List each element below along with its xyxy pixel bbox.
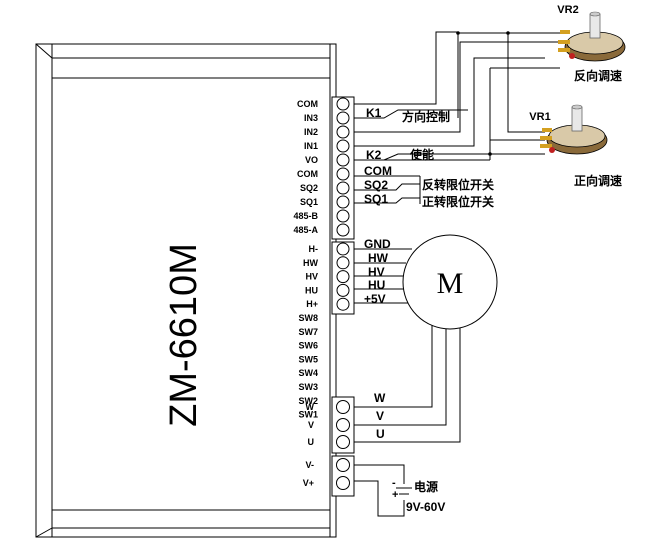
pin-label-hv: HV xyxy=(305,272,318,282)
wires xyxy=(354,31,560,517)
pin-label-hu: HU xyxy=(305,285,318,295)
forward-limit-label: 正转限位开关 xyxy=(422,194,494,209)
v-phase-label: V xyxy=(376,409,384,423)
vr2-label: VR2 xyxy=(557,4,578,16)
terminal-screw xyxy=(336,458,350,472)
sq1-label: SQ1 xyxy=(364,192,388,206)
com-label: COM xyxy=(364,164,392,178)
terminal-screw xyxy=(336,223,350,237)
hu-label: HU xyxy=(368,278,385,292)
terminal-screw xyxy=(336,435,350,449)
hv-label: HV xyxy=(368,265,385,279)
terminal-screw xyxy=(336,139,350,153)
pin-label-sw5: SW5 xyxy=(298,354,318,364)
vr1-label: VR1 xyxy=(529,111,550,123)
potentiometer-vr1-icon xyxy=(540,104,608,155)
pin-label-sw2: SW2 xyxy=(298,396,318,406)
terminal-screw xyxy=(336,270,350,284)
motor: M xyxy=(402,234,498,330)
terminal-screws xyxy=(336,97,350,490)
terminal-screw xyxy=(336,195,350,209)
terminal-screw xyxy=(336,153,350,167)
pin-label-sw4: SW4 xyxy=(298,368,318,378)
terminal-screw xyxy=(336,167,350,181)
hw-label: HW xyxy=(368,251,389,265)
pin-label-u: U xyxy=(308,437,315,447)
sq2-label: SQ2 xyxy=(364,178,388,192)
terminal-screw xyxy=(336,125,350,139)
terminal-screw xyxy=(336,97,350,111)
pin-label-sw7: SW7 xyxy=(298,327,318,337)
pin-label-v: V xyxy=(308,420,314,430)
pin-label-sw8: SW8 xyxy=(298,313,318,323)
pin-label-485a: 485-A xyxy=(293,225,318,235)
pin-label-com: COM xyxy=(297,169,318,179)
reverse-limit-label: 反转限位开关 xyxy=(422,177,494,192)
pin-label-in2: IN2 xyxy=(304,127,318,137)
junction-dots xyxy=(456,31,510,156)
k1-label: K1 xyxy=(366,106,382,120)
pin-label-vo: VO xyxy=(305,155,318,165)
pin-label-485b: 485-B xyxy=(293,211,318,221)
pin-label-v: V+ xyxy=(303,478,314,488)
terminal-screw xyxy=(336,242,350,256)
voltage-label: 9V-60V xyxy=(406,500,445,514)
pin-label-sw6: SW6 xyxy=(298,341,318,351)
terminal-screw xyxy=(336,283,350,297)
power-label: 电源 xyxy=(414,479,438,494)
pin-label-h: H+ xyxy=(306,299,318,309)
terminal-screw xyxy=(336,181,350,195)
enable-label: 使能 xyxy=(409,147,434,162)
terminal-screw xyxy=(336,418,350,432)
terminal-screw xyxy=(336,297,350,311)
motor-label: M xyxy=(437,267,464,300)
pin-label-in3: IN3 xyxy=(304,113,318,123)
w-phase-label: W xyxy=(374,391,386,405)
reverse-speed-label: 反向调速 xyxy=(574,68,622,83)
gnd-label: GND xyxy=(364,237,391,251)
pin-labels-power: WVU V- V+ xyxy=(303,402,315,488)
pin-label-sq2: SQ2 xyxy=(300,183,318,193)
pin-label-sw1: SW1 xyxy=(298,410,318,420)
pin-label-sw3: SW3 xyxy=(298,382,318,392)
pin-label-v: V- xyxy=(305,460,314,470)
pin-label-com: COM xyxy=(297,99,318,109)
terminal-screw xyxy=(336,209,350,223)
u-phase-label: U xyxy=(376,427,385,441)
terminal-screw xyxy=(336,256,350,270)
pin-label-h: H- xyxy=(309,244,319,254)
pin-label-w: W xyxy=(306,402,315,412)
terminal-screw xyxy=(336,400,350,414)
pin-label-sq1: SQ1 xyxy=(300,197,318,207)
terminal-screw xyxy=(336,476,350,490)
plus5v-label: +5V xyxy=(364,292,386,306)
potentiometer-vr2-icon xyxy=(558,11,626,62)
direction-control-label: 方向控制 xyxy=(402,109,450,124)
ps-plus-label: + xyxy=(392,489,398,501)
pin-label-in1: IN1 xyxy=(304,141,318,151)
forward-speed-label: 正向调速 xyxy=(574,173,622,188)
k2-label: K2 xyxy=(366,148,382,162)
model-label: ZM-6610M xyxy=(163,243,205,427)
ps-minus-label: - xyxy=(392,477,396,489)
terminal-screw xyxy=(336,111,350,125)
pin-label-hw: HW xyxy=(303,258,318,268)
